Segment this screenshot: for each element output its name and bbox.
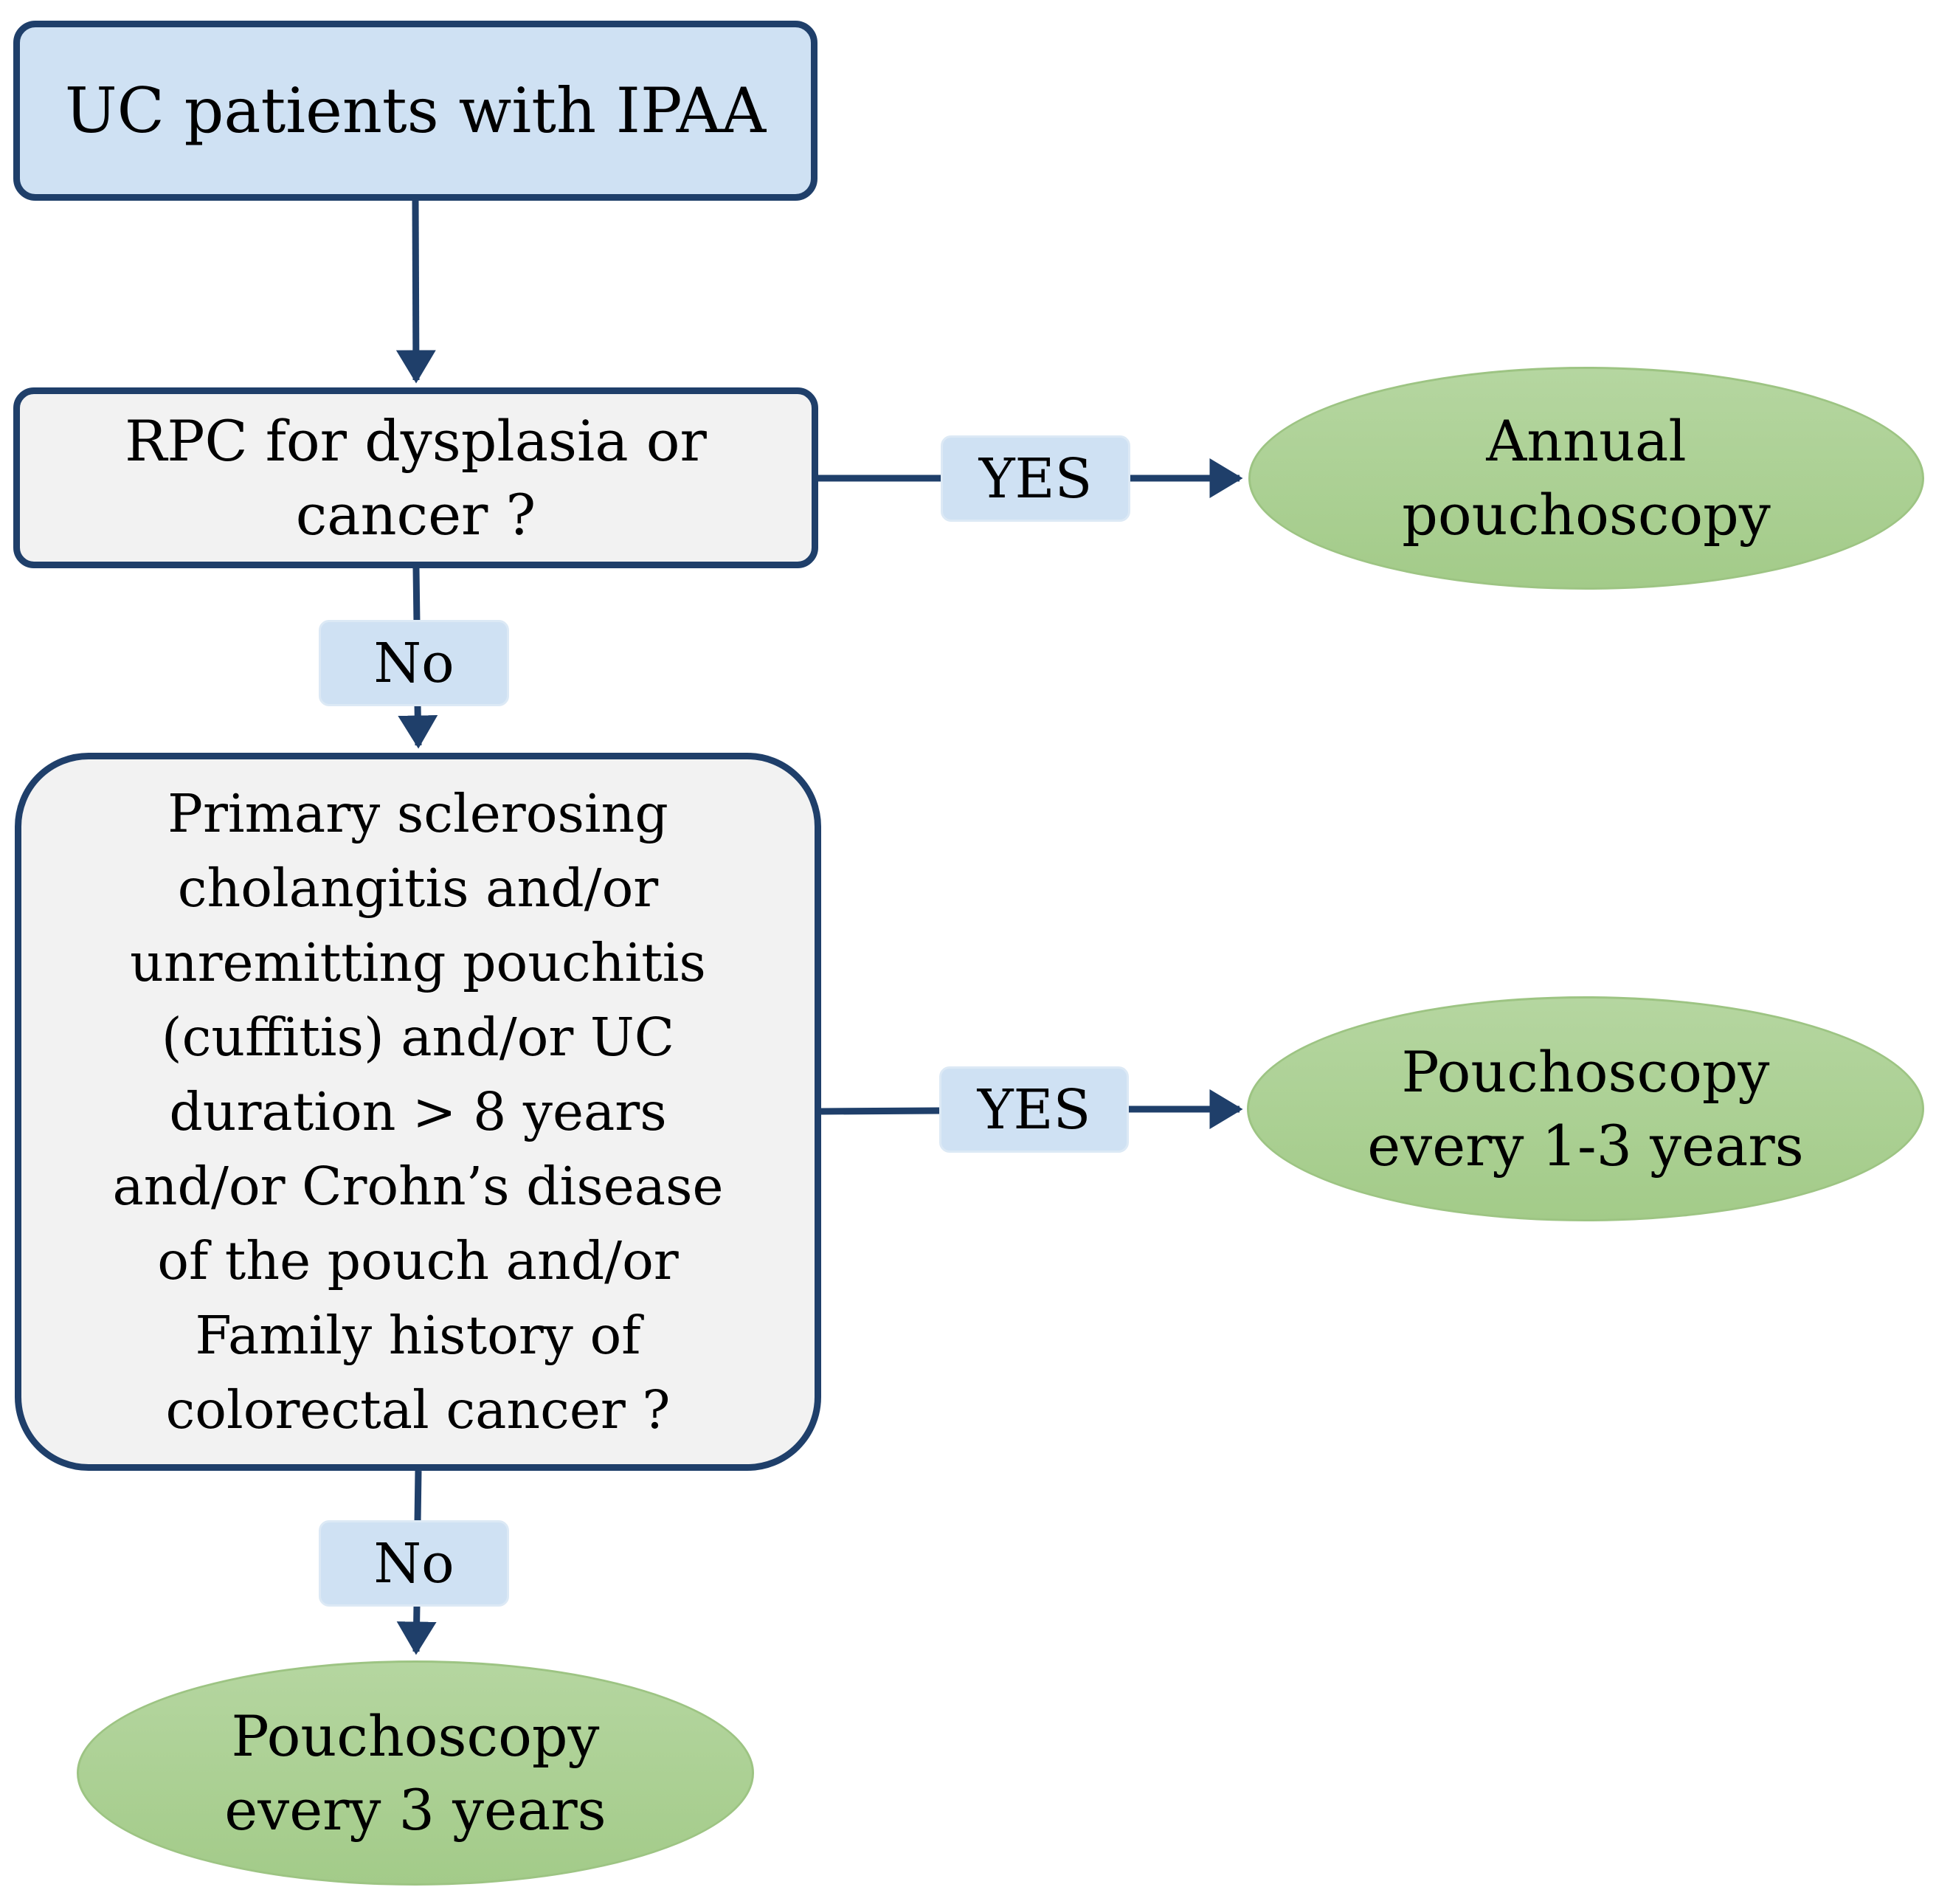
connector-question-1-no — [412, 568, 421, 624]
arrow-start-to-question-1 — [395, 200, 436, 384]
outcome-pouchoscopy-every-3-years: Pouchoscopy every 3 years — [77, 1660, 754, 1886]
no-label-question-1: No — [319, 620, 509, 706]
decision-rpc-dysplasia-cancer: RPC for dysplasia or cancer ? — [13, 387, 818, 568]
start-node: UC patients with IPAA — [13, 21, 817, 201]
outcome-pouchoscopy-every-1-3-years: Pouchoscopy every 1-3 years — [1247, 996, 1924, 1221]
arrow-no-to-3-years — [396, 1604, 437, 1655]
no-label-question-2: No — [319, 1520, 509, 1607]
yes-label-question-1: YES — [941, 435, 1130, 522]
outcome-annual-pouchoscopy: Annual pouchoscopy — [1248, 367, 1924, 590]
decision-risk-factors: Primary sclerosing cholangitis and/or un… — [15, 753, 821, 1471]
yes-label-question-2: YES — [939, 1066, 1129, 1153]
